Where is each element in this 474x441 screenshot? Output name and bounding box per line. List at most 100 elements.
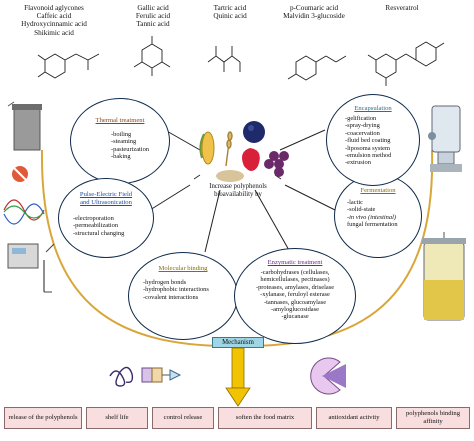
compound-group-1: Flavonoid aglycones Caffeic acid Hydroxy… (4, 4, 104, 37)
list-item: -amyloglucosidase (271, 306, 319, 314)
list-item: -permeabilization (73, 222, 119, 230)
left-equipment (3, 101, 55, 293)
list-item: -electroporation (73, 215, 114, 222)
compound-group-3: Tartric acid Quinic acid (200, 4, 260, 20)
blueberry-icon (243, 121, 265, 143)
outcome-soften-matrix: soften the food matrix (218, 407, 312, 429)
compound-name: Shikimic acid (34, 28, 74, 37)
compound-name: Ferulic acid (135, 12, 171, 21)
compound-name: Gallic acid (137, 4, 169, 12)
pacman-binding-icon (310, 357, 346, 395)
food-sources (199, 121, 289, 182)
ultrasonic-device-icon (7, 243, 55, 293)
molecular-items: -hydrogen bonds -hydrophobic interaction… (143, 279, 209, 301)
outcome-release-polyphenols: release of the polyphenols (4, 407, 82, 429)
encapsulation-title: Encapsulation (354, 105, 392, 112)
gallic-acid-structure (133, 36, 171, 76)
molecule-structures (37, 36, 445, 86)
list-item: -in vivo (intestinal) (347, 213, 396, 221)
list-item: -coacervation (345, 129, 380, 137)
compound-name: Quinic acid (213, 12, 247, 21)
list-item: -boiling (111, 131, 132, 138)
outcome-shelf-life: shelf life (86, 407, 148, 429)
compound-name: Malvidin 3-glucoside (283, 12, 345, 21)
corn-icon (199, 131, 215, 165)
wheat-icon (225, 131, 233, 167)
fermentation-title: Fermentation (360, 187, 396, 194)
list-item: -proteases, amylases, driselase (255, 283, 335, 291)
list-item: -solid-state (347, 206, 376, 214)
list-item: -hydrogen bonds (143, 279, 187, 286)
thermal-treatment-bubble: Thermal treatment -boiling -steaming -pa… (70, 98, 170, 184)
caffeic-acid-structure (37, 53, 100, 79)
mechanism-box: Mechanism (212, 337, 264, 348)
center-caption: Increase polyphenols bioavailability by (190, 183, 286, 199)
compound-name: Tartric acid (213, 4, 247, 12)
fermentation-bubble: Fermentation -lactic -solid-state -in vi… (334, 174, 422, 258)
compound-name: Flavonoid aglycones (24, 4, 84, 12)
tartaric-acid-structure (207, 46, 241, 72)
pressure-cooker-icon (7, 101, 42, 182)
pef-title-line1: Pulse-Electric Field (79, 191, 133, 198)
strawberry-icon (242, 148, 260, 171)
right-equipment (422, 105, 466, 321)
molecular-binding-bubble: Molecular binding -hydrogen bonds -hydro… (128, 252, 238, 340)
list-item: -hydrophobic interactions (143, 286, 209, 294)
list-item: -liposoma system (345, 144, 390, 152)
list-item: -baking (111, 153, 131, 161)
list-item: fungal fermentation (347, 221, 398, 229)
center-caption-line1: Increase polyphenols (209, 183, 267, 190)
compound-name: p-Coumaric acid (289, 4, 339, 12)
spray-dryer-icon (428, 105, 462, 172)
center-caption-line2: bioavailability by (214, 191, 262, 198)
encapsulation-bubble: Encapsulation -gelification -spray-dryin… (326, 94, 420, 186)
list-item: -steaming (111, 138, 137, 146)
compound-group-4: p-Coumaric acid Malvidin 3-glucoside (272, 4, 356, 20)
list-item: -extrusion (345, 159, 371, 167)
fermentation-items: -lactic -solid-state -in vivo (intestina… (347, 199, 398, 229)
waveform-icon (3, 199, 45, 225)
list-item: -covalent interactions (143, 293, 199, 301)
encapsulation-items: -gelification -spray-drying -coacervatio… (345, 115, 391, 167)
pef-title: Pulse-Electric Field and Ultrasonication (59, 191, 153, 206)
grapes-icon (264, 151, 289, 177)
polymer-chain-icon (141, 367, 182, 383)
list-item: -xylanase, feruloyl esterase (260, 291, 330, 299)
compound-group-2: Gallic acid Ferulic acid Tannic acid (118, 4, 188, 29)
polymer-coil-icon (109, 366, 134, 387)
list-item: -fluid bed coating (345, 137, 391, 145)
outcome-control-release: control release (152, 407, 214, 429)
grain-pile-icon (216, 170, 244, 182)
list-item: -glucanase (281, 313, 309, 321)
compound-name: Caffeic acid (36, 12, 72, 21)
list-item: -spray-drying (345, 122, 380, 130)
list-item: -structural changing (73, 229, 125, 237)
enzymatic-treatment-bubble: Enzymatic treatment -carbohydrases (cell… (234, 248, 356, 344)
list-item: -gelification (345, 115, 377, 122)
mechanism-illustrations (109, 357, 346, 395)
list-item: -tannases, glucoamylase (263, 298, 327, 306)
list-item: -carbohydrases (cellulases, (260, 269, 330, 276)
list-item: -emulsion method (345, 152, 392, 160)
pef-items: -electroporation -permeabilization -stru… (73, 215, 124, 237)
thermal-items: -boiling -steaming -pasteurization -baki… (111, 131, 149, 161)
molecular-title: Molecular binding (158, 265, 208, 272)
p-coumaric-acid-structure (287, 55, 347, 81)
compound-name: Hydroxycinnamic acid (21, 20, 87, 29)
list-item: -lactic (347, 199, 363, 206)
compound-name: Tannic acid (136, 20, 170, 29)
enzymatic-title: Enzymatic treatment (267, 259, 323, 266)
compound-group-5: Resveratrol (372, 4, 432, 12)
pef-bubble: Pulse-Electric Field and Ultrasonication… (58, 178, 154, 258)
compound-name: Resveratrol (385, 4, 419, 12)
list-item: -pasteurization (111, 145, 149, 153)
resveratrol-structure (367, 41, 445, 86)
down-arrow (225, 348, 251, 407)
enzymatic-items: -carbohydrases (cellulases, hemicellulas… (235, 269, 355, 321)
pef-title-line2: and Ultrasonication (80, 198, 132, 206)
outcome-binding-affinity: polyphenols binding affinity (396, 407, 470, 429)
list-item: hemicellulases, pectinases) (260, 276, 330, 284)
bioreactor-icon (422, 232, 466, 321)
thermal-title: Thermal treatment (95, 117, 145, 124)
outcome-antioxidant-activity: antioxidant activity (316, 407, 392, 429)
